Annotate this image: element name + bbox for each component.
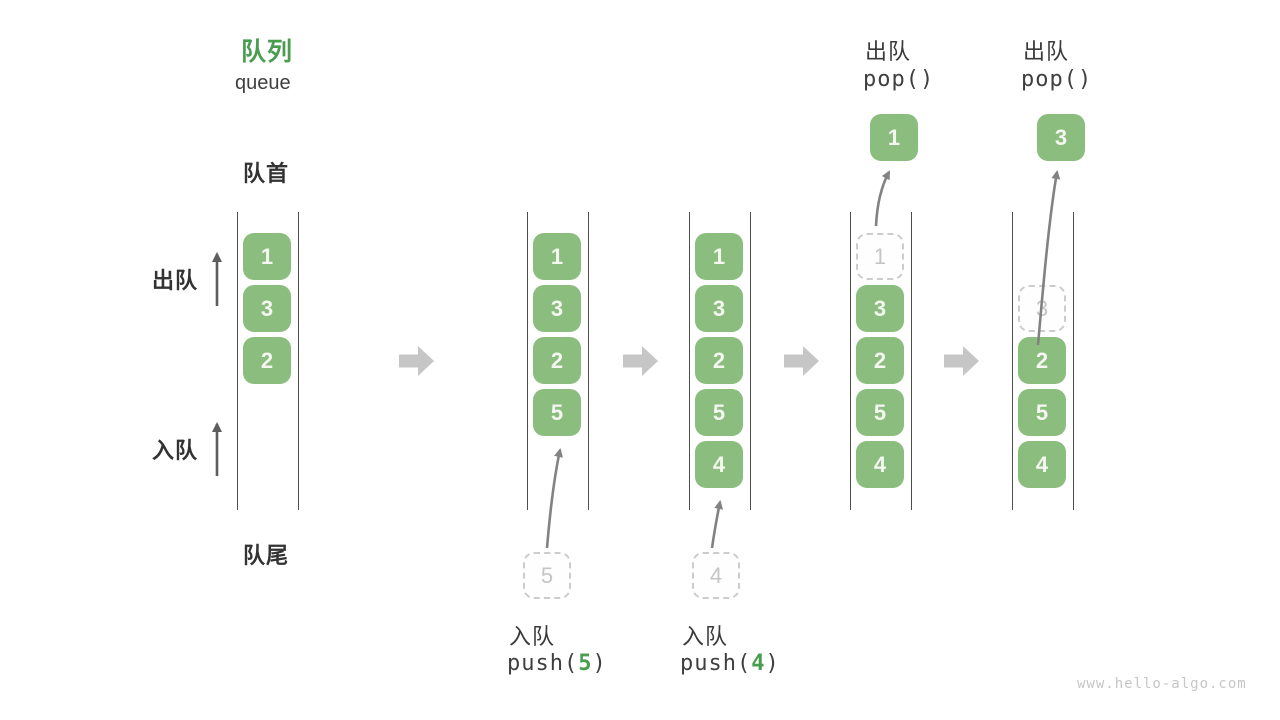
queue-item: 2	[1018, 337, 1066, 384]
op-enqueue-code: push(4)	[680, 651, 780, 676]
queue-item: 3	[533, 285, 581, 332]
code-fn: push(	[507, 651, 579, 676]
queue-item: 4	[695, 441, 743, 488]
queue-item-removed: 1	[856, 233, 904, 280]
queue-item: 1	[533, 233, 581, 280]
diagram-title-zh: 队列	[241, 38, 294, 66]
op-dequeue-label: 出队	[1023, 39, 1070, 64]
queue-item: 5	[533, 389, 581, 436]
queue-item: 3	[856, 285, 904, 332]
op-enqueue-code: push(5)	[507, 651, 607, 676]
flow-arrow-icon	[944, 346, 979, 376]
popped-item: 3	[1037, 114, 1085, 161]
label-queue-front: 队首	[243, 161, 290, 186]
code-close: )	[765, 651, 780, 676]
label-queue-rear: 队尾	[243, 543, 290, 568]
queue-item: 4	[856, 441, 904, 488]
queue-item: 2	[533, 337, 581, 384]
op-dequeue-code: pop()	[863, 67, 935, 92]
label-enqueue-direction: 入队	[152, 438, 199, 463]
queue-item: 5	[856, 389, 904, 436]
queue-container-state-1: 1 3 2	[237, 212, 299, 510]
op-enqueue-label: 入队	[682, 624, 729, 649]
queue-item: 1	[243, 233, 291, 280]
staged-enqueue-item: 5	[523, 552, 571, 599]
queue-container-state-2: 1 3 2 5	[527, 212, 589, 510]
diagram-title-en: queue	[235, 72, 291, 94]
queue-item: 3	[243, 285, 291, 332]
code-fn: push(	[680, 651, 752, 676]
code-arg: 5	[578, 651, 593, 676]
code-arg: 4	[751, 651, 766, 676]
queue-item: 2	[695, 337, 743, 384]
queue-item: 5	[695, 389, 743, 436]
queue-item: 1	[695, 233, 743, 280]
popped-item: 1	[870, 114, 918, 161]
op-dequeue-label: 出队	[865, 39, 912, 64]
staged-enqueue-item: 4	[692, 552, 740, 599]
queue-item: 2	[856, 337, 904, 384]
label-dequeue-direction: 出队	[152, 268, 199, 293]
queue-container-state-4: 1 3 2 5 4	[850, 212, 912, 510]
queue-item-removed: 3	[1018, 285, 1066, 332]
op-dequeue-code: pop()	[1021, 67, 1093, 92]
queue-item: 5	[1018, 389, 1066, 436]
op-enqueue-label: 入队	[509, 624, 556, 649]
queue-item: 2	[243, 337, 291, 384]
flow-arrow-icon	[784, 346, 819, 376]
flow-arrow-icon	[399, 346, 434, 376]
queue-item: 3	[695, 285, 743, 332]
queue-item: 4	[1018, 441, 1066, 488]
code-close: )	[592, 651, 607, 676]
watermark: www.hello-algo.com	[1077, 676, 1247, 692]
queue-container-state-5: 3 2 5 4	[1012, 212, 1074, 510]
flow-arrow-icon	[623, 346, 658, 376]
queue-container-state-3: 1 3 2 5 4	[689, 212, 751, 510]
